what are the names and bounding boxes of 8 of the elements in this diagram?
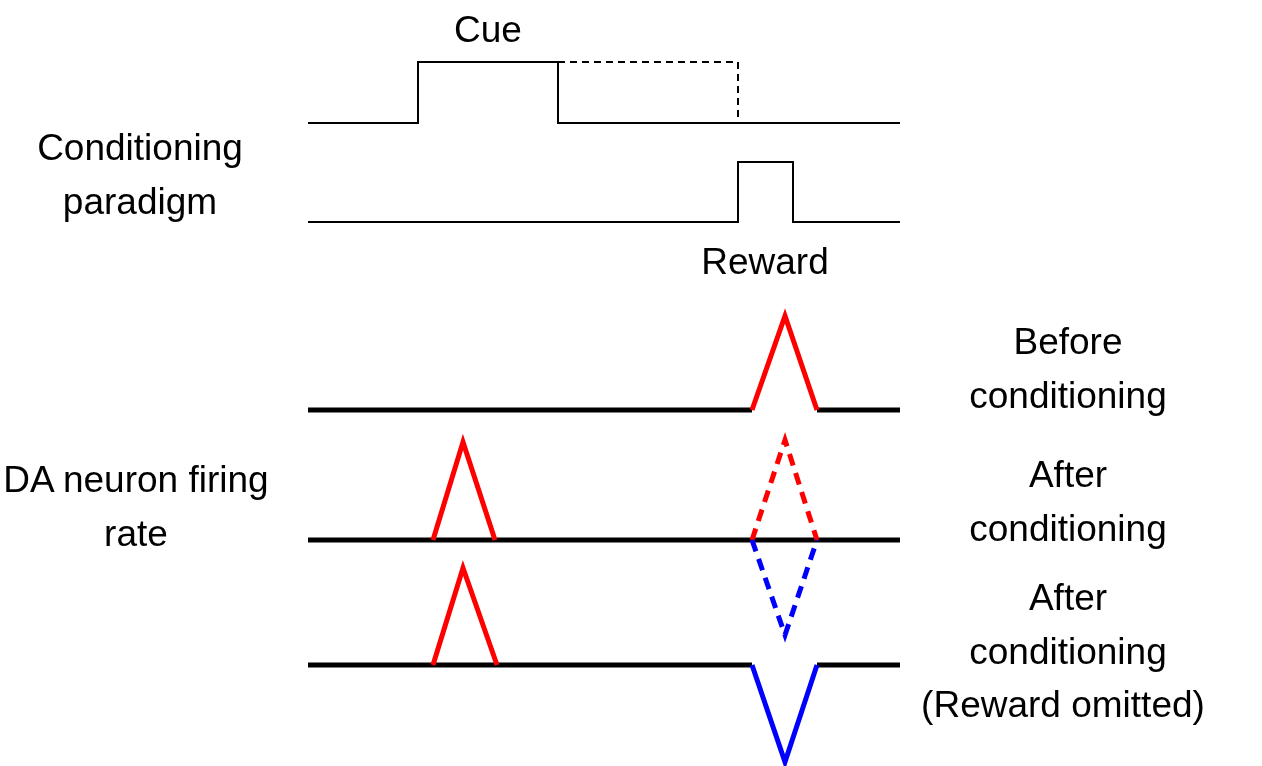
trace-label: After conditioning <box>968 576 1168 674</box>
axis-label: Conditioning paradigm <box>36 126 244 224</box>
cue-label: Cue <box>453 8 523 52</box>
axis-label: DA neuron firing rate <box>2 458 270 556</box>
trace-label: (Reward omitted) <box>920 683 1206 727</box>
trace-label: Before conditioning <box>968 320 1168 418</box>
reward-label: Reward <box>700 240 830 284</box>
trace-label: After conditioning <box>968 453 1168 551</box>
